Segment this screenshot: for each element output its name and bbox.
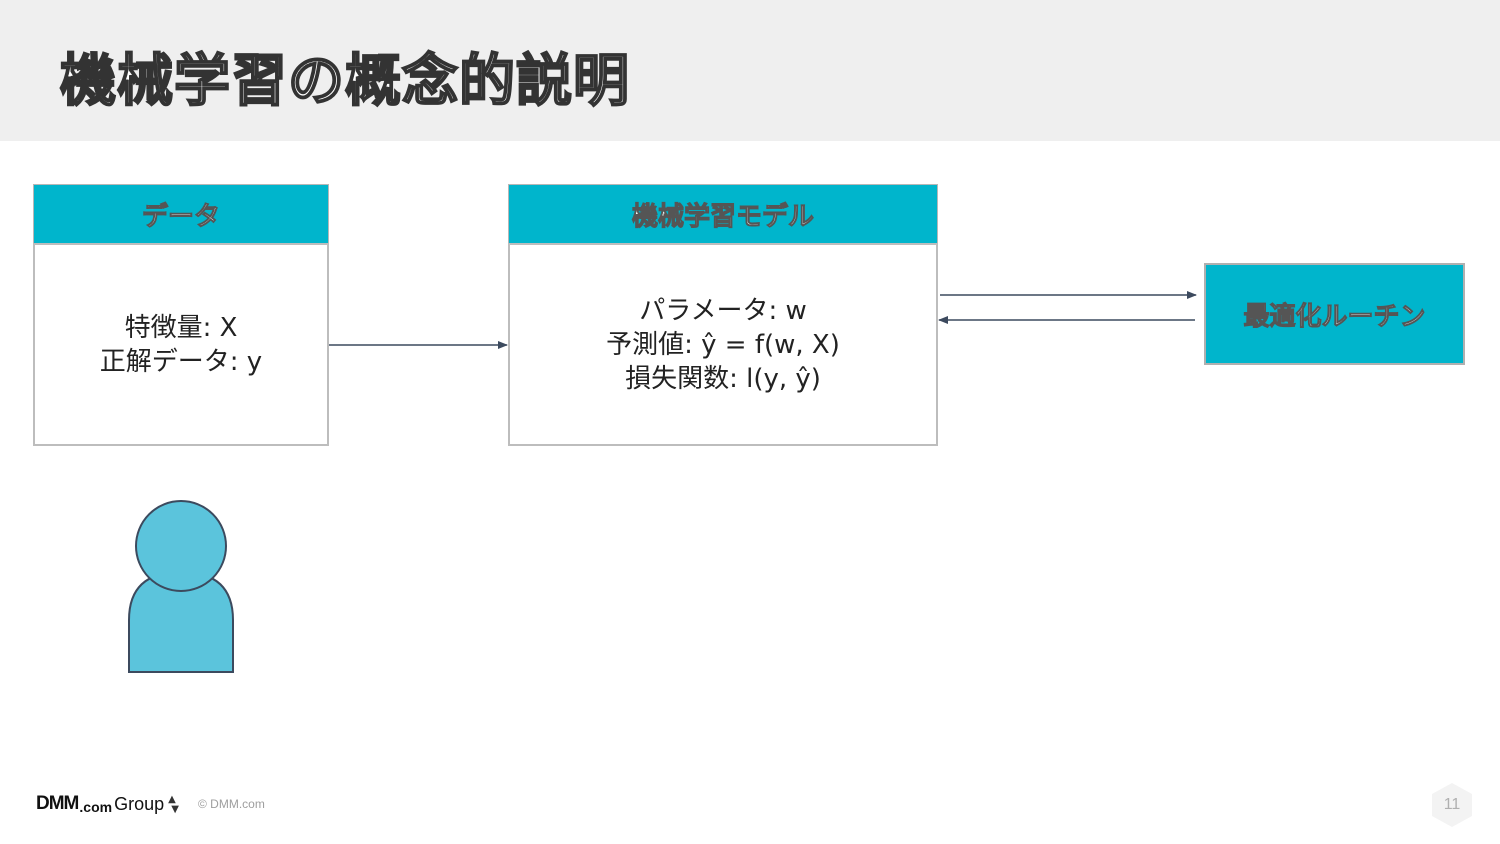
model-box-body: パラメータ: w 予測値: ŷ = f(w, X) 損失関数: l(y, ŷ) [508,243,938,446]
copyright-text: © DMM.com [198,797,265,811]
model-box-line: 損失関数: l(y, ŷ) [625,363,821,394]
data-box-body: 特徴量: X 正解データ: y [33,243,329,446]
hexagon-icon [1432,783,1472,827]
page-number-text: 11 [1443,796,1461,813]
data-box: データ 特徴量: X 正解データ: y [33,184,329,446]
model-box-header: 機械学習モデル [508,184,938,244]
title-bar [0,0,1500,141]
data-box-line: 正解データ: y [99,346,263,377]
person-icon [128,500,234,673]
logo-com-text: .com [79,799,113,815]
dmm-logo: DMM .com Group ▲ ▼ [36,793,179,815]
page-number: 11 [1430,782,1474,828]
model-box-line: パラメータ: w [639,295,807,326]
data-box-line: 特徴量: X [124,312,238,343]
data-box-header: データ [33,184,329,244]
model-box-line: 予測値: ŷ = f(w, X) [606,329,840,360]
optimizer-box: 最適化ルーチン [1204,263,1465,365]
logo-dmm-text: DMM [36,793,79,814]
slide-title: 機械学習の概念的説明 [59,48,630,115]
model-box: 機械学習モデル パラメータ: w 予測値: ŷ = f(w, X) 損失関数: … [508,184,938,446]
logo-triangle-icon: ▲ ▼ [168,794,179,815]
logo-group-text: Group [114,794,165,814]
